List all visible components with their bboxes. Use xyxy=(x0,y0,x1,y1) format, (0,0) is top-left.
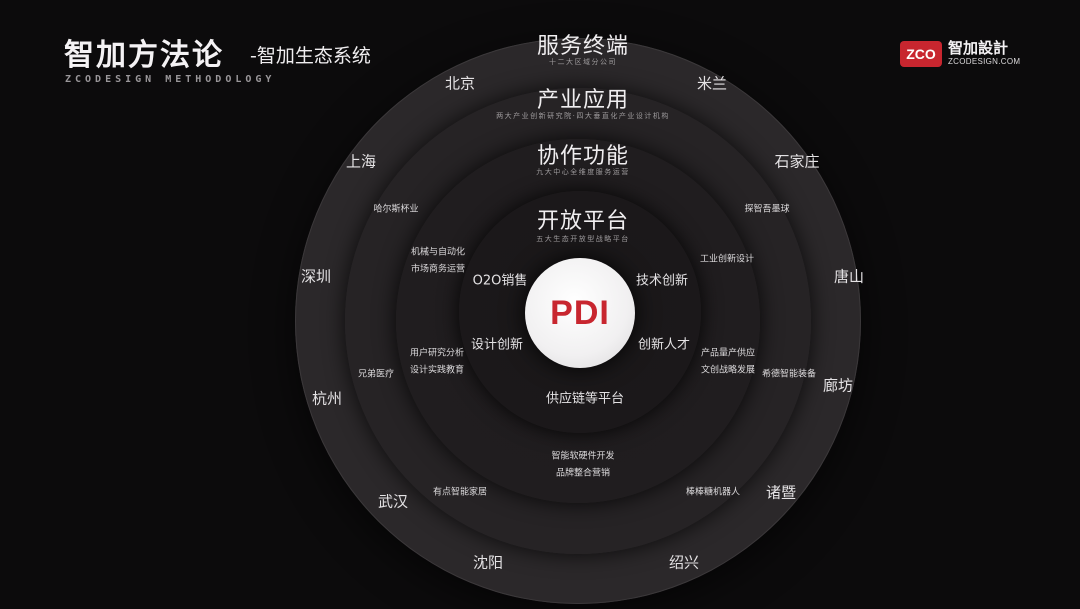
logo-site: ZCODESIGN.COM xyxy=(948,57,1021,66)
logo-badge: ZCO xyxy=(900,40,942,67)
function-label: 文创战略发展 xyxy=(700,365,756,376)
platform-label: O2O销售 xyxy=(472,273,528,289)
city-label: 杭州 xyxy=(311,389,343,408)
platform-label: 供应链等平台 xyxy=(545,391,625,407)
function-label: 智能软硬件开发 xyxy=(551,451,615,462)
core-circle: PDI xyxy=(525,258,635,368)
function-label: 设计实践教育 xyxy=(409,365,465,376)
ring-subtitle-industry: 两大产业创新研究院·四大垂直化产业设计机构 xyxy=(496,112,670,120)
city-label: 绍兴 xyxy=(668,553,700,572)
city-label: 廊坊 xyxy=(822,376,854,395)
ring-subtitle-platform: 五大生态开放型战略平台 xyxy=(536,235,630,243)
platform-label: 设计创新 xyxy=(470,337,524,353)
platform-label: 创新人才 xyxy=(637,337,691,353)
industry-label: 哈尔斯杯业 xyxy=(373,204,419,215)
ring-subtitle-service: 十二大区域分公司 xyxy=(549,58,617,66)
core-label: PDI xyxy=(550,293,610,332)
ring-title-industry: 产业应用 xyxy=(536,88,630,113)
city-label: 石家庄 xyxy=(774,152,820,171)
function-label: 工业创新设计 xyxy=(699,254,755,265)
logo-name: 智加設計 xyxy=(948,39,1009,57)
city-label: 唐山 xyxy=(833,267,865,286)
function-label: 机械与自动化 xyxy=(410,247,466,258)
city-label: 诸暨 xyxy=(765,483,797,502)
industry-label: 希德智能装备 xyxy=(761,369,817,380)
industry-label: 兄弟医疗 xyxy=(357,369,395,380)
page-subtitle: -智加生态系统 xyxy=(250,45,371,67)
brand-logo: ZCO 智加設計 ZCODESIGN.COM xyxy=(900,40,1020,67)
industry-label: 棒棒糖机器人 xyxy=(685,487,741,498)
function-label: 品牌整合营销 xyxy=(555,468,611,479)
function-label: 用户研究分析 xyxy=(409,348,465,359)
page-english-title: ZCODESIGN METHODOLOGY xyxy=(65,74,276,85)
page-title: 智加方法论 xyxy=(64,38,224,73)
city-label: 沈阳 xyxy=(472,553,504,572)
city-label: 深圳 xyxy=(300,267,332,286)
ring-title-service: 服务终端 xyxy=(536,34,630,59)
city-label: 米兰 xyxy=(696,74,728,93)
logo-text: 智加設計 ZCODESIGN.COM xyxy=(948,40,1020,67)
industry-label: 探智吾墨球 xyxy=(744,204,790,215)
function-label: 产品量产供应 xyxy=(700,348,756,359)
platform-label: 技术创新 xyxy=(635,273,689,289)
ring-title-platform: 开放平台 xyxy=(536,209,630,234)
ring-title-function: 协作功能 xyxy=(536,144,630,169)
function-label: 市场商务运营 xyxy=(410,264,466,275)
city-label: 武汉 xyxy=(377,492,409,511)
industry-label: 有点智能家居 xyxy=(432,487,488,498)
ring-subtitle-function: 九大中心全维度服务运营 xyxy=(536,168,630,176)
city-label: 北京 xyxy=(444,74,476,93)
city-label: 上海 xyxy=(345,152,377,171)
